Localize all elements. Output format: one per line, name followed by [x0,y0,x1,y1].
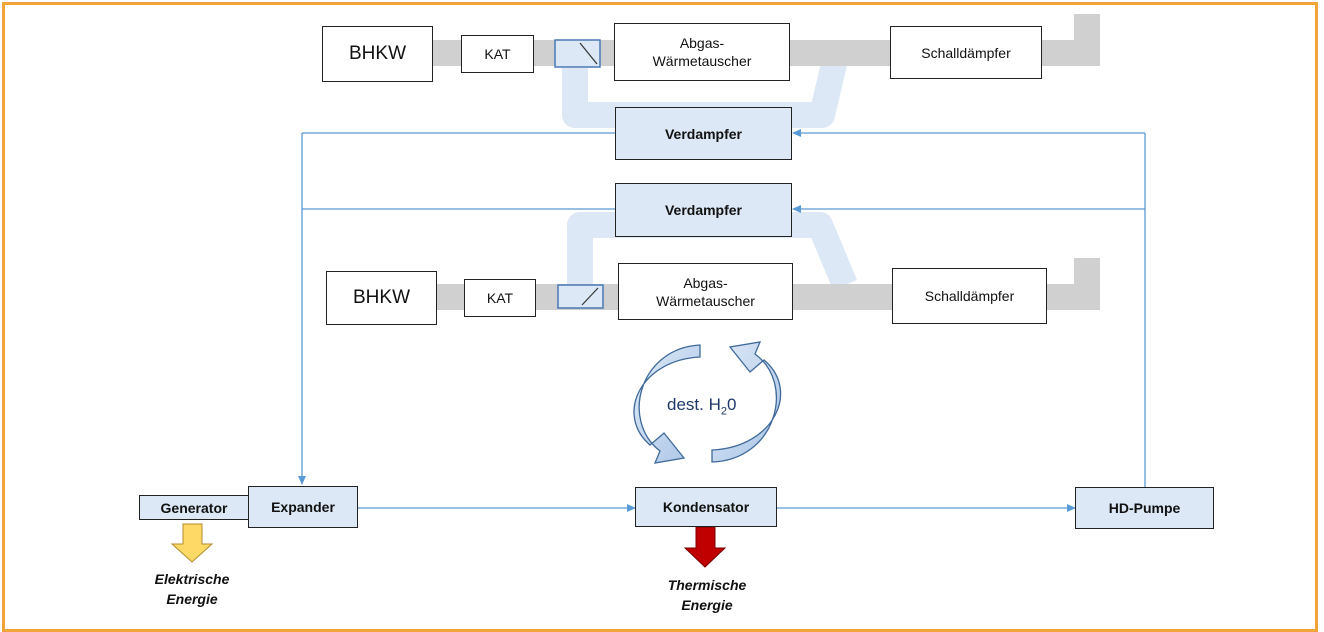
bottom-heat-exchanger-box: Abgas-Wärmetauscher [618,263,793,320]
evaporator-top-box: Verdampfer [615,107,792,160]
bottom-muffler-box: Schalldämpfer [892,268,1047,324]
evaporator-bottom-box: Verdampfer [615,183,792,237]
expander-box: Expander [248,486,358,528]
thermal-energy-arrow-icon [683,526,727,568]
bottom-valve-icon [557,284,604,309]
bottom-bhkw-box: BHKW [326,271,437,325]
bottom-kat-box: KAT [464,279,536,317]
top-valve-icon [554,39,601,68]
cycle-label: dest. H20 [667,395,737,418]
working-fluid-lines [298,129,1146,512]
electrical-energy-arrow-icon [170,523,214,563]
top-bhkw-box: BHKW [322,26,433,82]
cycle-arrows-icon [633,341,782,464]
hd-pump-box: HD-Pumpe [1075,487,1214,529]
top-heat-exchanger-box: Abgas-Wärmetauscher [614,23,790,81]
top-muffler-box: Schalldämpfer [890,26,1042,79]
condenser-box: Kondensator [635,487,777,527]
top-kat-box: KAT [461,35,534,73]
generator-box: Generator [139,495,249,520]
